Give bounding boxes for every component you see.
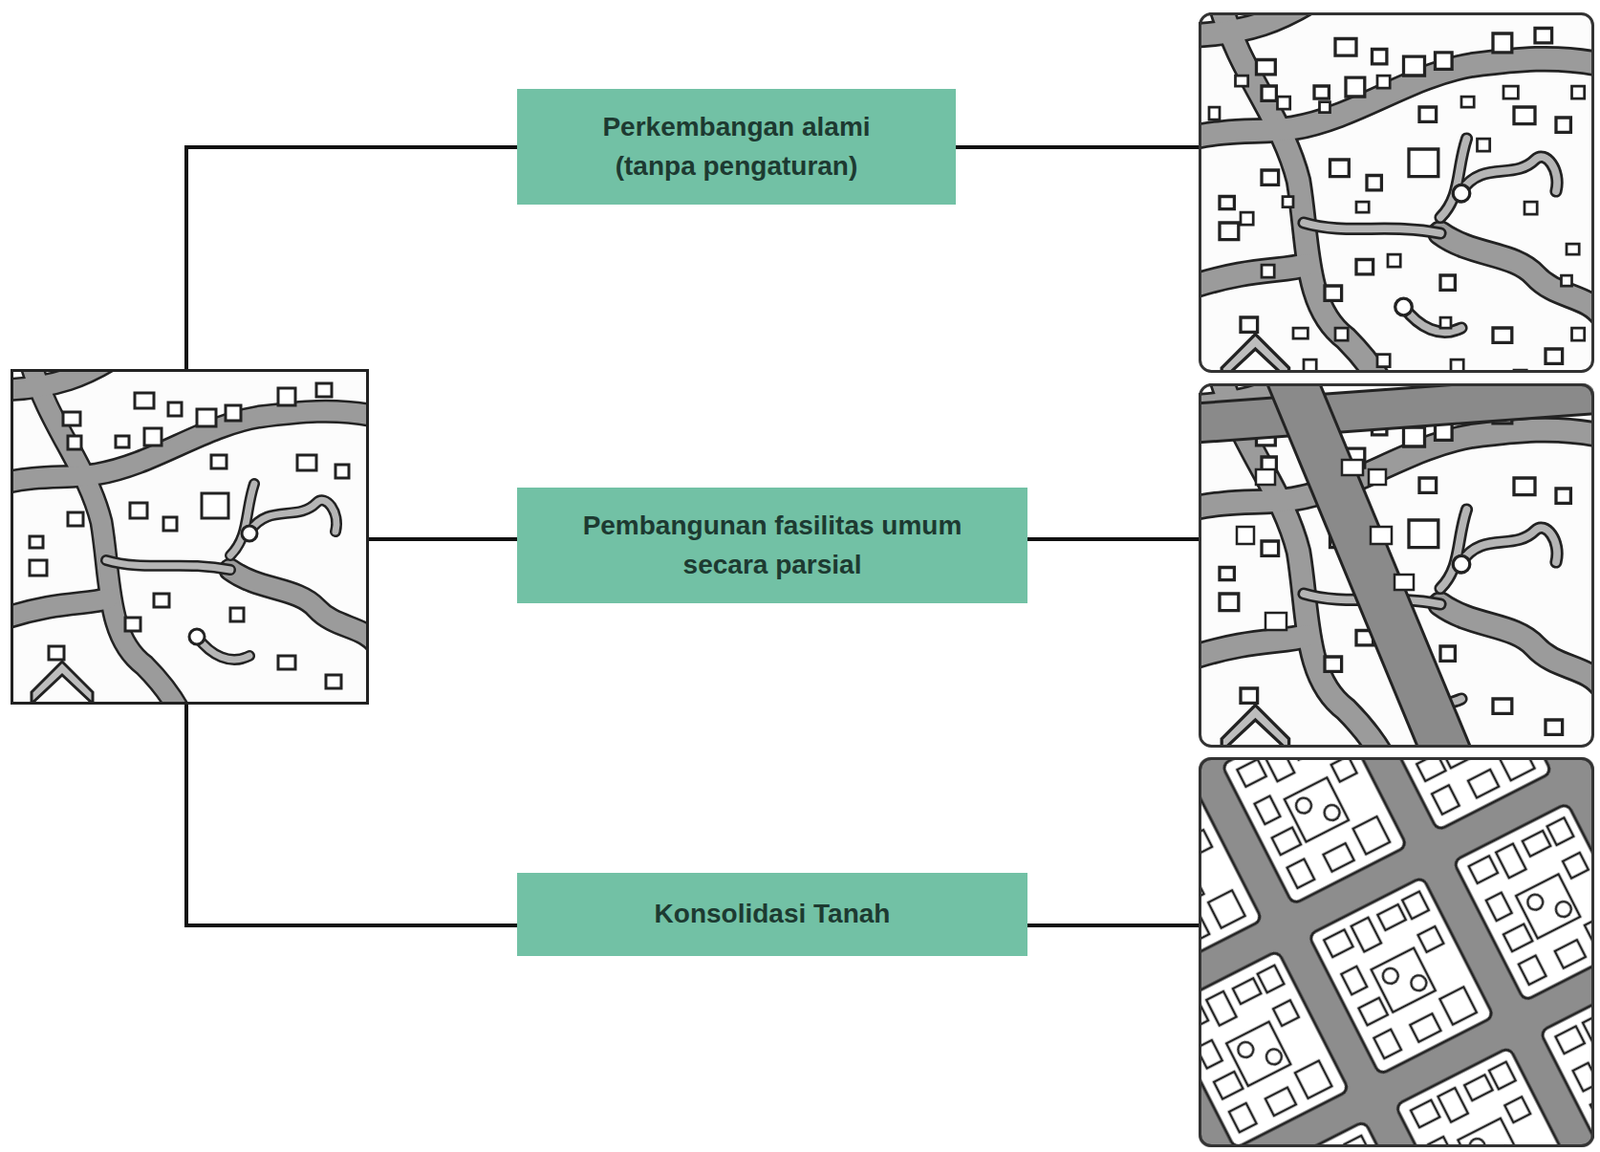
road-network xyxy=(10,368,369,705)
branch-line xyxy=(936,145,1199,150)
map-frame xyxy=(12,370,368,704)
map-consolidated xyxy=(1198,756,1595,1147)
main-road xyxy=(1198,392,1595,424)
map-frame xyxy=(1200,385,1594,747)
branch-line xyxy=(1008,537,1199,541)
map-frame xyxy=(1200,14,1594,372)
box-label: Perkembangan alami (tanpa pengaturan) xyxy=(570,108,903,186)
road-network xyxy=(1198,12,1595,373)
process-box: Pembangunan fasilitas umum secara parsia… xyxy=(517,487,1028,604)
buildings xyxy=(1219,28,1571,365)
branch-lines xyxy=(186,147,1199,926)
branch-line xyxy=(186,147,536,369)
branch-line xyxy=(368,537,536,541)
main-road xyxy=(1289,383,1452,748)
map-before xyxy=(0,359,379,714)
process-box: Perkembangan alami (tanpa pengaturan) xyxy=(517,88,956,205)
main-road-edge xyxy=(1198,392,1595,424)
branch-line xyxy=(186,704,536,926)
buildings xyxy=(29,383,349,689)
map-partial xyxy=(1188,372,1600,766)
map-frame xyxy=(1200,758,1594,1146)
box-label: Konsolidasi Tanah xyxy=(654,894,891,934)
box-label: Pembangunan fasilitas umum secara parsia… xyxy=(570,506,974,584)
grid-blocks xyxy=(1198,756,1595,1147)
buildings-dense xyxy=(1209,75,1585,373)
buildings-roadside xyxy=(1236,459,1414,630)
branch-line xyxy=(1008,923,1199,928)
process-box: Konsolidasi Tanah xyxy=(517,872,1028,956)
map-natural xyxy=(1188,1,1600,391)
main-road-edge xyxy=(1289,383,1452,748)
